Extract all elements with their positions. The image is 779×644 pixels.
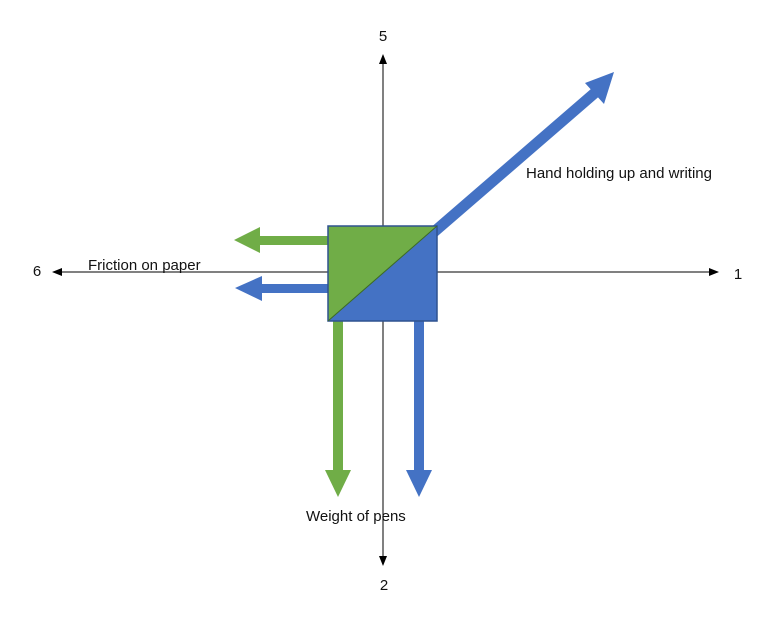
hand-arrow-head: [585, 72, 614, 104]
blue-friction-arrow-head: [235, 276, 262, 301]
axis-label-left: 6: [33, 263, 41, 280]
green-weight-arrow-head: [325, 470, 351, 497]
weight-label: Weight of pens: [306, 508, 406, 525]
friction-label: Friction on paper: [88, 257, 201, 274]
pen-box-outline: [327, 225, 438, 322]
axis-label-top: 5: [379, 28, 387, 45]
hand-arrow-shaft: [423, 86, 601, 243]
blue-friction-arrow-shaft: [258, 284, 329, 293]
green-friction-arrow-shaft: [255, 236, 329, 245]
axis-label-bottom: 2: [380, 577, 388, 594]
blue-weight-arrow-shaft: [414, 320, 424, 472]
pen-box-diagonal: [327, 225, 438, 322]
green-weight-arrow-shaft: [333, 320, 343, 472]
blue-weight-arrow-head: [406, 470, 432, 497]
hand-label: Hand holding up and writing: [526, 165, 712, 182]
axis-label-right: 1: [734, 266, 742, 283]
green-friction-arrow-head: [234, 227, 260, 253]
